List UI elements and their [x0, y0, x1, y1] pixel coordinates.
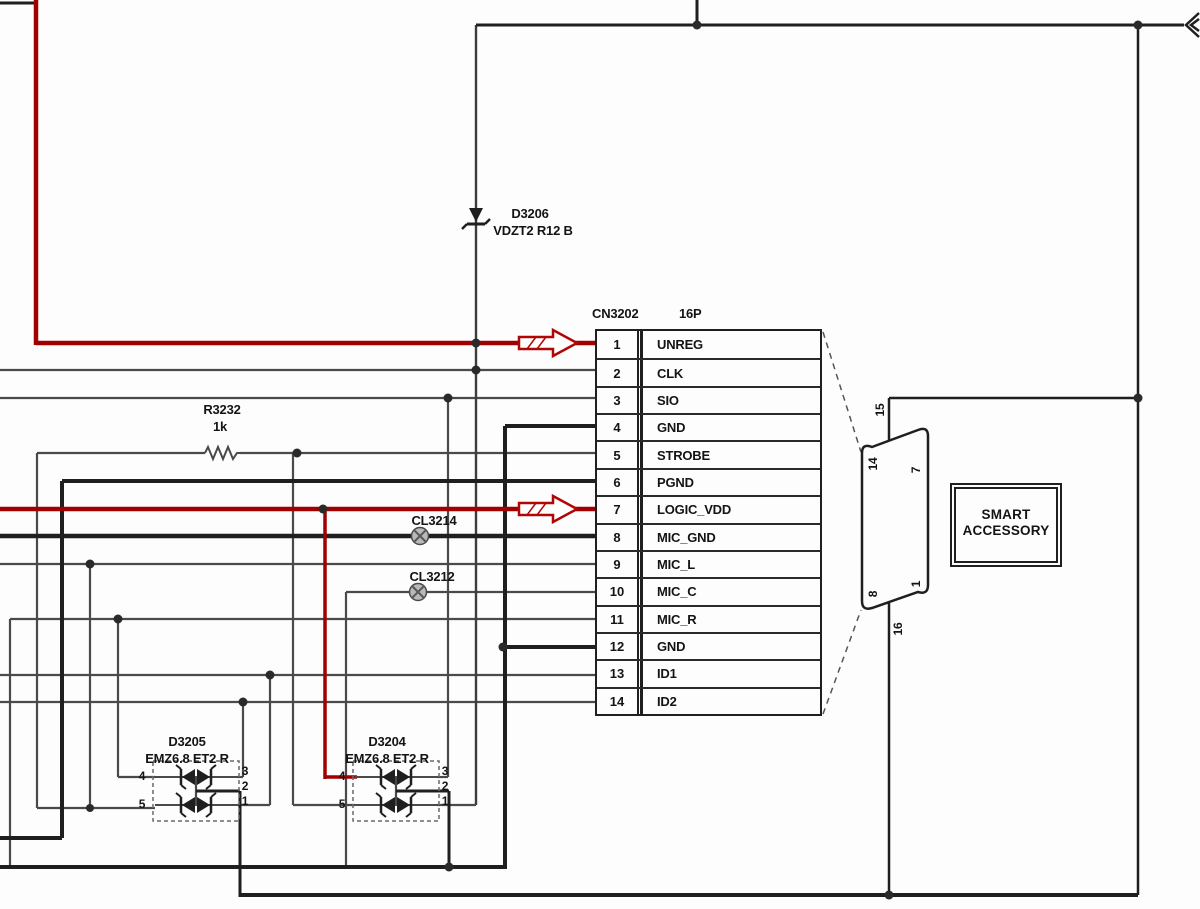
pin-name: GND — [640, 415, 820, 441]
offpage-connector-icon — [1184, 12, 1200, 38]
pin-name: MIC_C — [640, 579, 820, 605]
accessory-pin15-label: 15 — [873, 403, 887, 417]
r3232-ref-label: R3232 — [203, 402, 241, 417]
tvs-array-d3204 — [352, 760, 440, 822]
d3205-part-label: EMZ6.8 ET2 R — [145, 751, 229, 766]
pin-number: 5 — [597, 442, 639, 468]
d3204-pin5-label: 5 — [338, 797, 346, 811]
cl3214-ref-label: CL3214 — [411, 513, 457, 528]
d3206-part-label: VDZT2 R12 B — [493, 223, 573, 238]
d3204-pin1-label: 1 — [441, 794, 449, 808]
d3205-pin1-label: 1 — [241, 794, 249, 808]
pin-name: CLK — [640, 360, 820, 386]
highlight-arrow-logic-vdd — [517, 493, 580, 525]
smart-accessory-label-line2: ACCESSORY — [962, 523, 1050, 538]
pin-name: UNREG — [640, 331, 820, 359]
connector-ref-label: CN3202 — [592, 306, 639, 321]
highlight-arrow-unreg — [517, 327, 580, 359]
pin-name: MIC_GND — [640, 524, 820, 550]
pin-name: ID2 — [640, 688, 820, 714]
pin-name: ID1 — [640, 661, 820, 687]
d3205-pin4-label: 4 — [138, 769, 146, 783]
pin-number: 3 — [597, 387, 639, 414]
d3204-pin2-label: 2 — [441, 779, 449, 793]
pin-number: 6 — [597, 469, 639, 496]
d3205-pin3-label: 3 — [241, 764, 249, 778]
pin-number: 4 — [597, 415, 639, 441]
accessory-pin14-label: 14 — [866, 457, 880, 471]
pin-number: 2 — [597, 360, 639, 386]
smart-accessory-label-line1: SMART — [981, 507, 1031, 522]
signal-wires — [0, 25, 595, 867]
cl3212-ref-label: CL3212 — [409, 569, 455, 584]
pin-name: PGND — [640, 469, 820, 496]
accessory-pin1-label: 1 — [909, 580, 923, 588]
pin-name: LOGIC_VDD — [640, 497, 820, 523]
d3206-ref-label: D3206 — [511, 206, 549, 221]
connector-size-label: 16P — [679, 306, 702, 321]
pin-number: 1 — [597, 331, 639, 359]
pin-number: 7 — [597, 497, 639, 523]
junction-dots — [85, 20, 1143, 900]
pin-number: 13 — [597, 661, 639, 687]
pin-number: 12 — [597, 633, 639, 660]
pin-number: 10 — [597, 579, 639, 605]
projection-dashes — [822, 331, 862, 715]
pin-name: MIC_L — [640, 551, 820, 578]
accessory-pin8-label: 8 — [866, 590, 880, 598]
accessory-connector-body — [860, 427, 930, 610]
pin-number: 11 — [597, 606, 639, 632]
pin-number: 8 — [597, 524, 639, 550]
r3232-value-label: 1k — [212, 419, 228, 434]
d3205-pin2-label: 2 — [241, 779, 249, 793]
d3204-part-label: EMZ6.8 ET2 R — [345, 751, 429, 766]
smart-accessory-box — [950, 483, 1062, 567]
pin-name: STROBE — [640, 442, 820, 468]
d3204-ref-label: D3204 — [368, 734, 406, 749]
pin-name: MIC_R — [640, 606, 820, 632]
d3204-pin4-label: 4 — [338, 769, 346, 783]
d3205-ref-label: D3205 — [168, 734, 206, 749]
resistor-r3232-symbol — [204, 444, 240, 462]
highlighted-wires — [0, 0, 597, 779]
pin-name: GND — [640, 633, 820, 660]
accessory-pin16-label: 16 — [891, 622, 905, 636]
bead-cl3212-symbol — [408, 582, 428, 602]
zener-d3206-symbol — [461, 208, 491, 230]
pin-name: SIO — [640, 387, 820, 414]
bead-cl3214-symbol — [410, 526, 430, 546]
accessory-pin7-label: 7 — [909, 466, 923, 474]
d3205-pin5-label: 5 — [138, 797, 146, 811]
pin-number: 14 — [597, 688, 639, 714]
pin-number: 9 — [597, 551, 639, 578]
d3204-pin3-label: 3 — [441, 764, 449, 778]
tvs-array-d3205 — [152, 760, 240, 822]
